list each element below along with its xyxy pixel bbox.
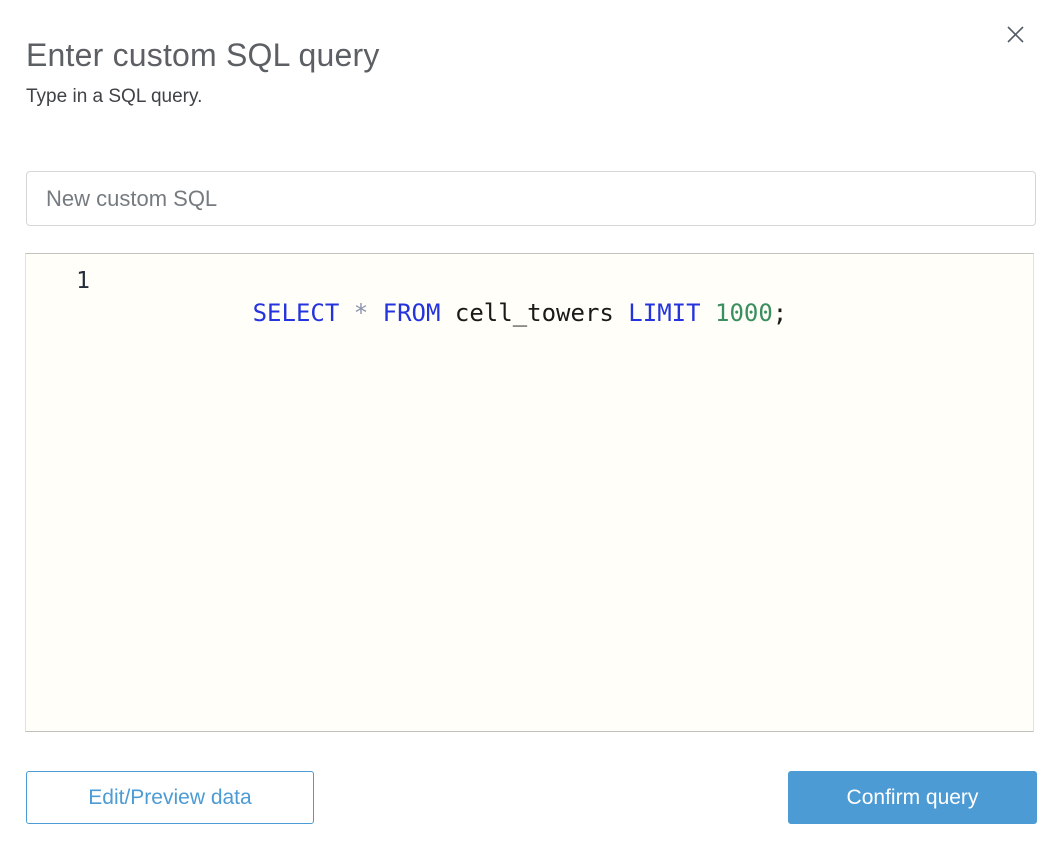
confirm-query-button[interactable]: Confirm query bbox=[788, 771, 1037, 824]
query-name-input[interactable] bbox=[26, 171, 1036, 226]
sql-token-semicolon: ; bbox=[772, 299, 788, 327]
dialog-subtitle: Type in a SQL query. bbox=[26, 86, 203, 107]
sql-token-number: 1000 bbox=[715, 299, 773, 327]
edit-preview-data-button[interactable]: Edit/Preview data bbox=[26, 771, 314, 824]
sql-code-line: SELECT * FROM cell_towers LIMIT 1000; bbox=[90, 265, 788, 361]
close-button[interactable] bbox=[1001, 20, 1029, 48]
close-icon bbox=[1005, 24, 1026, 45]
line-number: 1 bbox=[76, 268, 90, 294]
sql-token-star: * bbox=[353, 299, 383, 327]
sql-code-editor[interactable]: 1 SELECT * FROM cell_towers LIMIT 1000; bbox=[25, 253, 1034, 732]
sql-token-from: FROM bbox=[382, 299, 455, 327]
code-row: 1 SELECT * FROM cell_towers LIMIT 1000; bbox=[26, 254, 1033, 361]
page-title: Enter custom SQL query bbox=[26, 37, 380, 74]
sql-token-select: SELECT bbox=[252, 299, 354, 327]
sql-token-table-name: cell_towers bbox=[454, 299, 629, 327]
sql-token-limit: LIMIT bbox=[628, 299, 715, 327]
